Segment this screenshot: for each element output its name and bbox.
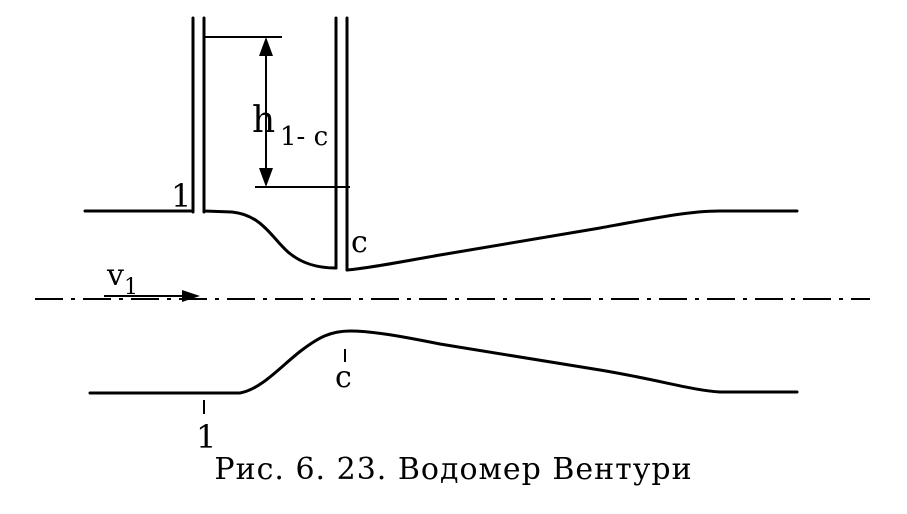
head-difference-subscript: 1- c [280,122,328,152]
head-difference-label: h [252,100,275,141]
section-c-upper-label: c [351,225,368,260]
piezometer-tube-c [334,16,349,272]
upper-pipe-wall [83,209,799,272]
piezometer-tube-1 [191,16,206,214]
section-1-upper-label: 1 [171,177,191,215]
section-c-lower-label: c [335,360,352,395]
velocity-label: v [106,258,124,293]
head-difference-dimension [204,36,350,188]
velocity-subscript: 1 [124,275,138,300]
flow-direction-arrow [104,290,200,302]
section-1-lower-label: 1 [196,418,216,456]
figure-caption: Рис. 6. 23. Водомер Вентури [214,452,693,487]
lower-pipe-wall [88,329,799,395]
